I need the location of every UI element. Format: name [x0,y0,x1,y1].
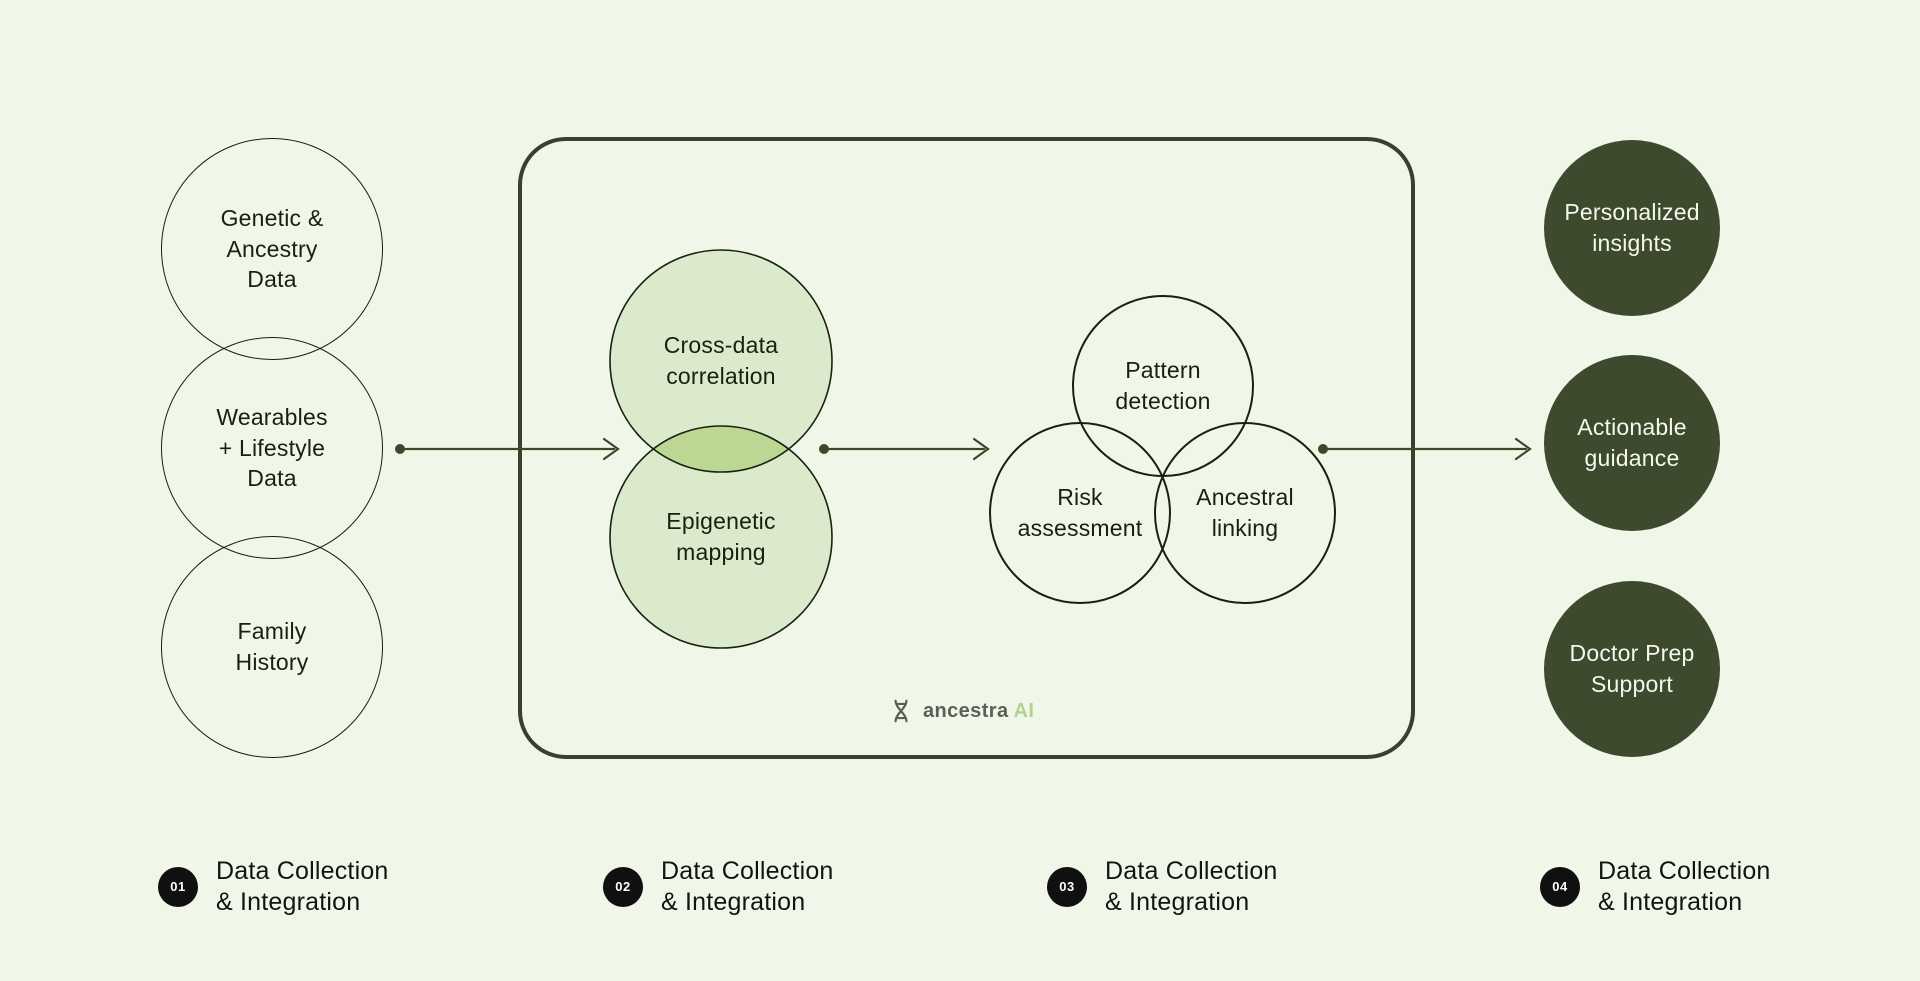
step-label: Data Collection & Integration [1598,857,1771,916]
process-circle-label: Epigenetic mapping [666,508,776,565]
process-circle-cross-data-correlation: Cross-data correlation [610,250,832,472]
analysis-circle-ancestral-linking: Ancestral linking [1154,422,1336,604]
step-number-badge: 04 [1540,866,1580,907]
step-4: 04 Data Collection & Integration [1540,856,1828,917]
analysis-circle-label: Risk assessment [1017,484,1143,541]
output-circle-personalized-insights: Personalized insights [1544,140,1720,316]
output-circle-label: Doctor Prep Support [1569,640,1695,697]
step-label: Data Collection & Integration [661,857,834,916]
output-circle-label: Personalized insights [1564,199,1700,256]
step-label: Data Collection & Integration [1105,857,1278,916]
output-circle-actionable-guidance: Actionable guidance [1544,355,1720,531]
step-1: 01 Data Collection & Integration [158,856,446,917]
step-label: Data Collection & Integration [216,857,389,916]
analysis-circle-risk-assessment: Risk assessment [989,422,1171,604]
output-circle-label: Actionable guidance [1577,414,1687,471]
input-circle-family-history: Family History [161,536,383,758]
step-2: 02 Data Collection & Integration [603,856,891,917]
input-circle-wearables-lifestyle: Wearables + Lifestyle Data [161,337,383,559]
input-circle-label: Family History [235,618,309,675]
step-number-badge: 03 [1047,866,1087,907]
output-circle-doctor-prep-support: Doctor Prep Support [1544,581,1720,757]
process-circle-label: Cross-data correlation [663,332,779,389]
brand-name: ancestra [923,699,1009,722]
step-3: 03 Data Collection & Integration [1047,856,1335,917]
brand-suffix: AI [1013,699,1035,722]
input-circle-genetic-ancestry: Genetic & Ancestry Data [161,138,383,360]
step-number-badge: 01 [158,866,198,907]
input-circle-label: Genetic & Ancestry Data [220,204,324,293]
dna-icon [894,699,908,723]
process-circle-epigenetic-mapping: Epigenetic mapping [610,426,832,648]
analysis-circle-label: Ancestral linking [1196,484,1294,541]
step-number-badge: 02 [603,866,643,907]
input-circle-label: Wearables + Lifestyle Data [216,403,328,492]
analysis-circle-label: Pattern detection [1115,357,1211,414]
